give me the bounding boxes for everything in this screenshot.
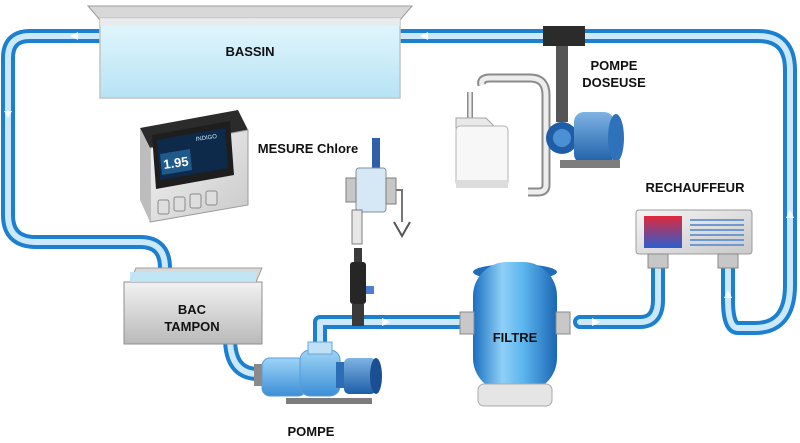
bassin-pool: [86, 5, 414, 99]
controller-reading-text: 1.95: [162, 154, 189, 172]
pompe-label: POMPE: [287, 424, 335, 439]
bac-tampon-label-line1: BAC: [177, 302, 207, 317]
bassin-label: BASSIN: [225, 44, 275, 59]
pipe-network: [1, 29, 797, 381]
bac-tampon-tank: [123, 267, 263, 345]
dosing-pump-assembly: [455, 26, 624, 197]
chlorine-probe-assembly: [345, 138, 411, 326]
sand-filter: [459, 262, 571, 407]
mesure-chlore-label: MESURE Chlore: [257, 141, 359, 156]
controller-terminals: [157, 190, 218, 215]
controller-brand-text: INDIGO: [195, 134, 217, 143]
bac-tampon-label-line2: TAMPON: [164, 319, 220, 334]
pompe-doseuse-label-line1: POMPE: [590, 58, 638, 73]
chlorine-controller-box: [140, 110, 249, 223]
heater-unit: [635, 209, 753, 269]
pompe-doseuse-label-line2: DOSEUSE: [582, 75, 646, 90]
circulation-pump: [254, 341, 382, 404]
rechauffeur-label: RECHAUFFEUR: [645, 180, 745, 195]
filtre-label: FILTRE: [492, 330, 538, 345]
